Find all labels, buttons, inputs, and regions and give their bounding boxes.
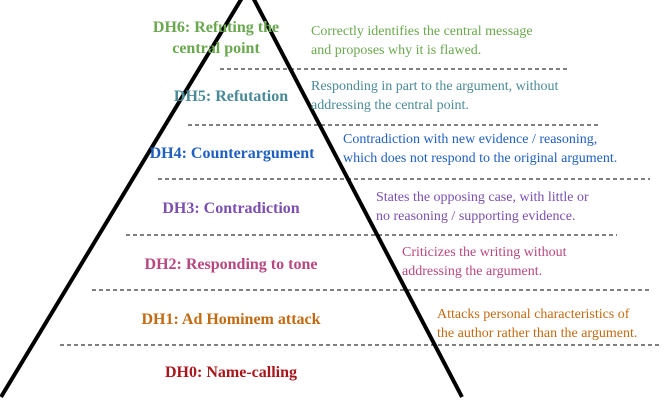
level-dh3-title: DH3: Contradiction — [136, 198, 326, 219]
level-dh5-description: Responding in part to the argument, with… — [311, 77, 558, 115]
level-dh2-description-line: addressing the argument. — [402, 264, 543, 279]
level-dh0-title-line: DH0: Name-calling — [165, 364, 297, 381]
level-dh1-title-line: DH1: Ad Hominem attack — [141, 311, 321, 328]
level-dh6-description-line: and proposes why it is flawed. — [311, 43, 482, 58]
level-dh6-title-line: DH6: Refuting the — [152, 19, 280, 36]
level-dh4-title-line: DH4: Counterargument — [149, 145, 315, 162]
level-dh5-description-line: Responding in part to the argument, with… — [311, 79, 559, 94]
level-dh1-description-line: the author rather than the argument. — [437, 326, 638, 341]
level-dh6-title-line: central point — [172, 40, 260, 57]
level-dh6-title: DH6: Refuting the central point — [136, 17, 296, 59]
level-dh4-description-line: Contradiction with new evidence / reason… — [343, 132, 598, 147]
pyramid-right-edge — [252, 0, 464, 398]
level-dh2-description: Criticizes the writing without addressin… — [402, 243, 566, 281]
level-dh2-title: DH2: Responding to tone — [116, 254, 346, 275]
level-dh3-description-line: no reasoning / supporting evidence. — [376, 209, 576, 224]
level-dh4-description: Contradiction with new evidence / reason… — [343, 130, 617, 168]
level-dh5-description-line: addressing the central point. — [311, 98, 469, 113]
level-dh1-title: DH1: Ad Hominem attack — [111, 309, 351, 330]
level-dh4-title: DH4: Counterargument — [132, 143, 332, 164]
level-dh5-title-line: DH5: Refutation — [173, 88, 289, 105]
level-dh3-title-line: DH3: Contradiction — [162, 200, 300, 217]
pyramid-left-edge — [0, 0, 244, 399]
level-dh1-description-line: Attacks personal characteristics of — [437, 307, 630, 322]
level-dh5-title: DH5: Refutation — [146, 86, 316, 107]
level-dh2-description-line: Criticizes the writing without — [402, 245, 567, 260]
level-dh6-description-line: Correctly identifies the central message — [311, 24, 533, 39]
level-dh3-description: States the opposing case, with little or… — [376, 188, 589, 226]
level-dh2-title-line: DH2: Responding to tone — [144, 256, 318, 273]
level-dh6-description: Correctly identifies the central message… — [311, 22, 533, 60]
level-dh4-description-line: which does not respond to the original a… — [343, 151, 618, 166]
level-dh1-description: Attacks personal characteristics of the … — [437, 305, 637, 343]
level-dh3-description-line: States the opposing case, with little or — [376, 190, 589, 205]
level-dh0-title: DH0: Name-calling — [131, 362, 331, 383]
